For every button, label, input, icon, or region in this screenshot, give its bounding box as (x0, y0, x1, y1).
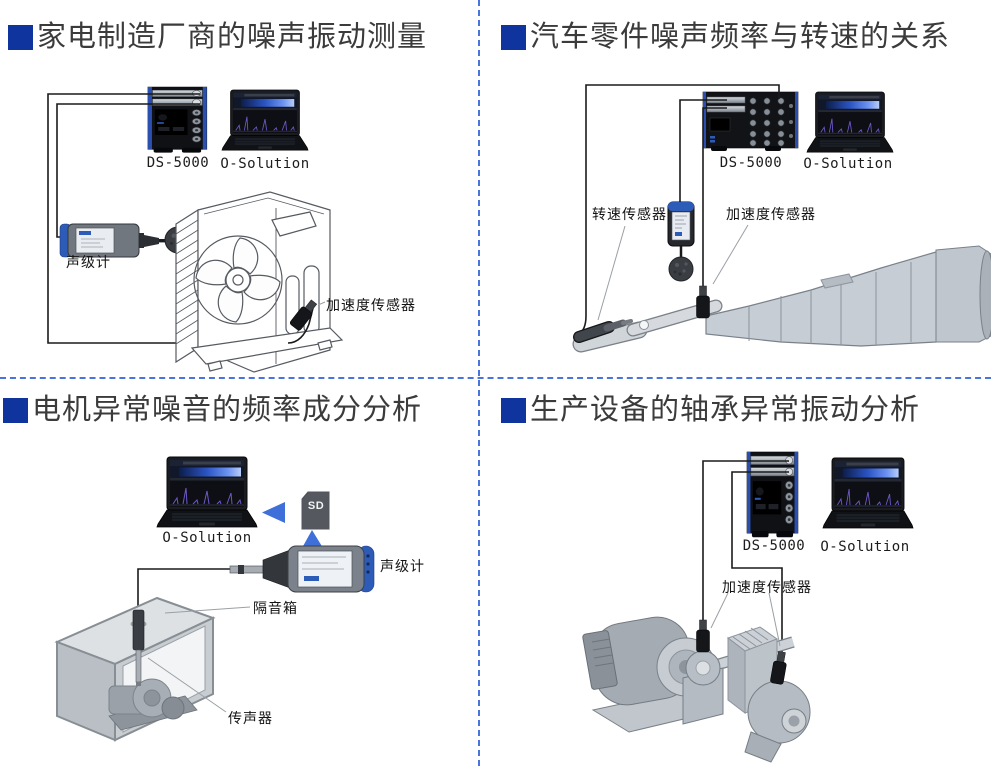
label-microphone-q3: 传声器 (228, 712, 273, 727)
label-software-q2: O-Solution (803, 156, 893, 172)
title-bullet-square (501, 397, 526, 423)
accelerometer-cable (287, 307, 314, 344)
q1-illustration (47, 86, 344, 373)
section-title-text: 电机异常噪音的频率成分分析 (32, 394, 423, 426)
label-tacho-sensor-q2: 转速传感器 (592, 208, 667, 223)
section-title-text: 汽车零件噪声频率与转速的关系 (530, 21, 951, 53)
label-accelerometer-q1: 加速度传感器 (326, 299, 416, 314)
production-machinery (582, 616, 811, 763)
label-software-q1: O-Solution (220, 156, 310, 172)
microphone-cable (137, 568, 230, 612)
title-bullet-square (8, 24, 33, 50)
section-title-q4: 生产设备的轴承异常振动分析 (501, 393, 920, 427)
leader-lines (597, 224, 749, 321)
title-bullet-square (3, 397, 28, 423)
section-title-q3: 电机异常噪音的频率成分分析 (3, 393, 422, 427)
o-solution-laptop (156, 456, 258, 528)
arrow-up-icon (302, 530, 323, 548)
windscreen-ball-mic (668, 256, 694, 282)
motor-inside-box (108, 678, 198, 731)
o-solution-laptop (822, 457, 914, 529)
signal-cables (702, 460, 789, 652)
label-accelerometer-q2: 加速度传感器 (726, 208, 816, 223)
sound-level-meter (59, 223, 167, 258)
label-sound-level-meter-q3: 声级计 (380, 560, 425, 575)
label-accelerometer-q4: 加速度传感器 (722, 581, 812, 596)
accelerometer-sensor-1 (696, 619, 710, 653)
transmission-gearbox (572, 245, 991, 353)
label-analyzer-q4: DS-5000 (742, 538, 806, 554)
divider-horizontal (0, 377, 991, 379)
leader-lines (147, 606, 251, 713)
label-software-q4: O-Solution (820, 539, 910, 555)
appliance-fan-unit (175, 191, 344, 373)
tacho-sensor (573, 319, 633, 343)
label-software-q3: O-Solution (162, 530, 252, 546)
section-title-q1: 家电制造厂商的噪声振动测量 (8, 20, 427, 54)
accelerometer-sensor (696, 285, 710, 319)
leader-lines (710, 592, 781, 647)
q2-illustration (572, 84, 991, 353)
label-analyzer-q2: DS-5000 (719, 155, 783, 171)
sd-card-icon (301, 491, 330, 530)
leader-line (317, 301, 326, 306)
label-sound-level-meter-q1: 声级计 (66, 256, 111, 271)
sd-card-label: SD (307, 500, 325, 512)
arrow-left-icon (262, 502, 285, 523)
ds5000-analyzer (746, 451, 799, 538)
title-bullet-square (501, 24, 526, 50)
q3-illustration (54, 456, 375, 742)
label-analyzer-q1: DS-5000 (146, 155, 210, 171)
handheld-sound-level-meter (667, 201, 695, 258)
ds5000-analyzer (147, 86, 208, 154)
microphone-probe (132, 609, 145, 686)
label-soundproof-box-q3: 隔音箱 (253, 602, 298, 617)
ds5000-analyzer-wide (702, 91, 799, 151)
o-solution-laptop (806, 91, 894, 153)
section-title-text: 生产设备的轴承异常振动分析 (530, 394, 921, 426)
sound-level-meter-large (229, 545, 375, 593)
o-solution-laptop (221, 89, 309, 151)
section-title-text: 家电制造厂商的噪声振动测量 (37, 21, 428, 53)
divider-vertical (478, 0, 480, 766)
section-title-q2: 汽车零件噪声频率与转速的关系 (501, 20, 950, 54)
q4-illustration (582, 451, 914, 763)
